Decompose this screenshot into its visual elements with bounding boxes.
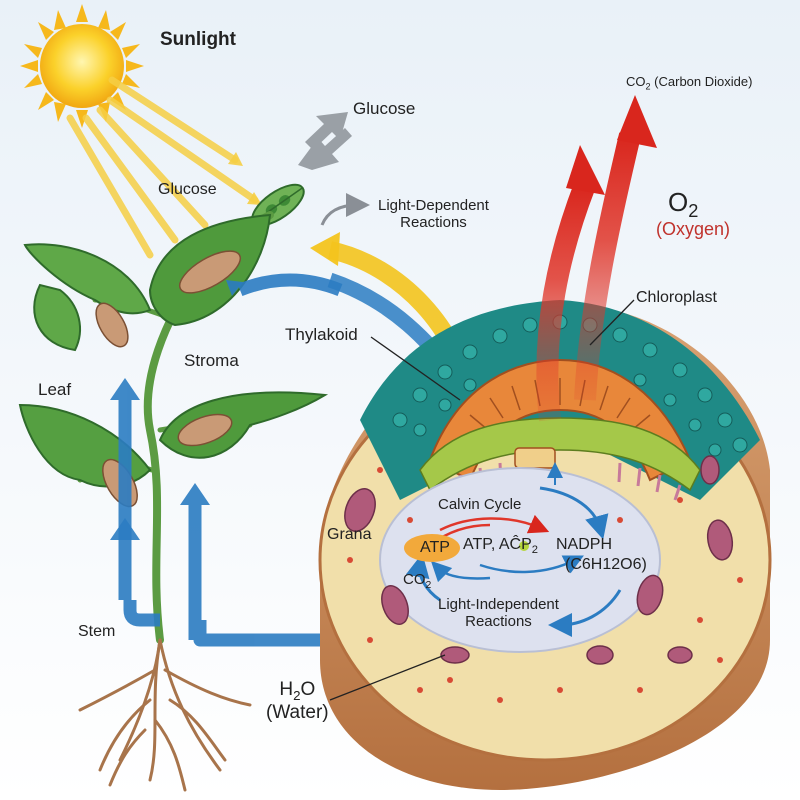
light-dependent-arrow	[320, 193, 370, 226]
light-independent-label: Light-Independent Reactions	[438, 596, 559, 630]
glucose-label-top: Glucose	[353, 99, 416, 118]
light-dependent-label: Light-Dependent Reactions	[378, 197, 489, 231]
chloroplast-label: Chloroplast	[636, 289, 717, 306]
glucose-label-mid: Glucose	[158, 181, 217, 198]
stroma-label: Stroma	[184, 351, 239, 370]
chloroplast-cross-section	[318, 300, 772, 790]
carbon-dioxide-label: CO2 (Carbon Dioxide)	[626, 74, 753, 92]
glucose-double-arrow	[298, 112, 352, 170]
atp-badge-label: ATP	[420, 539, 450, 556]
sunlight-rays	[66, 76, 259, 259]
co2-cycle-label: CO2	[403, 571, 432, 591]
sunlight-label: Sunlight	[160, 29, 236, 50]
stem-label: Stem	[78, 623, 116, 640]
nadph-label: NADPH	[556, 536, 613, 553]
grana-label: Grana	[327, 526, 372, 543]
oxygen-arrows	[536, 95, 657, 422]
oxygen-label: (Oxygen)	[656, 219, 731, 239]
atp-adp-label: ATP, AĈP2	[463, 536, 539, 557]
glucose-formula-label: (C6H12O6)	[565, 556, 647, 573]
calvin-cycle-label: Calvin Cycle	[438, 496, 522, 513]
leaf-label: Leaf	[38, 380, 72, 399]
leaf-shapes	[18, 213, 329, 488]
plant-roots	[78, 638, 252, 792]
leader-lines	[329, 299, 635, 701]
water-arrows	[118, 273, 343, 647]
water-label: H2O (Water)	[266, 679, 329, 724]
oxygen-formula-label: O2	[668, 187, 699, 222]
thylakoid-label: Thylakoid	[285, 325, 358, 344]
